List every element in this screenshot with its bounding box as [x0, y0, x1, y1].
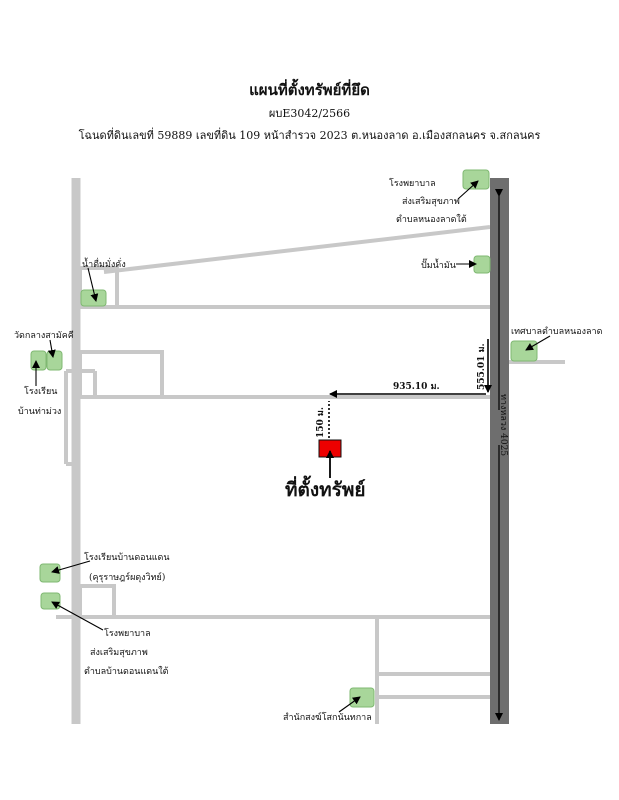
deed-description: โฉนดที่ดินเลขที่ 59889 เลขที่ดิน 109 หน้… [78, 129, 541, 142]
hospital-north-label-2: ส่งเสริมสุขภาพ [402, 196, 460, 207]
arrow-hospital-south [51, 601, 104, 631]
distance-label-555: 555.01 ม. [477, 343, 487, 390]
block-south [78, 584, 116, 619]
hospital-south-marker [40, 592, 61, 610]
block-west-1 [78, 350, 164, 399]
school-west-label-2: บ้านท่าม่วง [18, 406, 61, 417]
hospital-north-marker [462, 169, 490, 190]
arrow-monastery [338, 696, 361, 713]
school-west-marker [30, 350, 47, 371]
block-water [78, 266, 119, 309]
arrow-temple [47, 339, 56, 358]
municipality-label: เทศบาลตำบลหนองลาด [511, 326, 603, 337]
pointer-arrows [32, 180, 551, 713]
hospital-south-label-2: ส่งเสริมสุขภาพ [90, 647, 148, 658]
map-title: แผนที่ตั้งทรัพย์ที่ยึด [249, 81, 370, 99]
school-west-label-1: โรงเรียน [24, 386, 57, 397]
distance-label-150: 150 ม. [316, 407, 326, 438]
distance-label-935: 935.10 ม. [393, 382, 440, 392]
arrow-school-dondaen [51, 560, 91, 574]
monastery-marker [349, 687, 375, 708]
arrow-water [87, 267, 99, 302]
municipality-marker [510, 340, 538, 362]
case-code: ผบE3042/2566 [268, 107, 351, 120]
hospital-south-label-3: ตำบลบ้านดอนแดนใต้ [84, 666, 169, 677]
hospital-south-label-1: โรงพยาบาล [104, 628, 151, 639]
school-dondaen-label-2: (คุรุราษฎร์ผดุงวิทย์) [89, 571, 165, 583]
temple-label: วัดกลางสามัคคี [14, 330, 74, 341]
school-dondaen-label-1: โรงเรียนบ้านดอนแดน [84, 552, 170, 563]
highway-label: ทางหลวง 4025 [498, 394, 508, 456]
local-roads [56, 178, 565, 724]
property-label: ที่ตั้งทรัพย์ [285, 475, 366, 501]
landmark-labels: โรงพยาบาล ส่งเสริมสุขภาพ ตำบลหนองลาดใต้ … [14, 178, 603, 723]
arrow-hospital-north [457, 180, 479, 200]
diagonal-road [103, 225, 491, 274]
monastery-label: สำนักสงฆ์โสกนันทกาล [283, 711, 372, 723]
temple-marker [46, 350, 63, 371]
hospital-north-label-3: ตำบลหนองลาดใต้ [396, 214, 467, 225]
arrow-municipality [525, 335, 551, 351]
water-label: น้ำดื่มมั่งคั่ง [82, 257, 126, 270]
gas-marker [473, 255, 491, 274]
gas-label: ปั๊มน้ำมัน [421, 258, 456, 271]
school-dondaen-marker [39, 563, 61, 583]
hospital-north-label-1: โรงพยาบาล [389, 178, 436, 189]
